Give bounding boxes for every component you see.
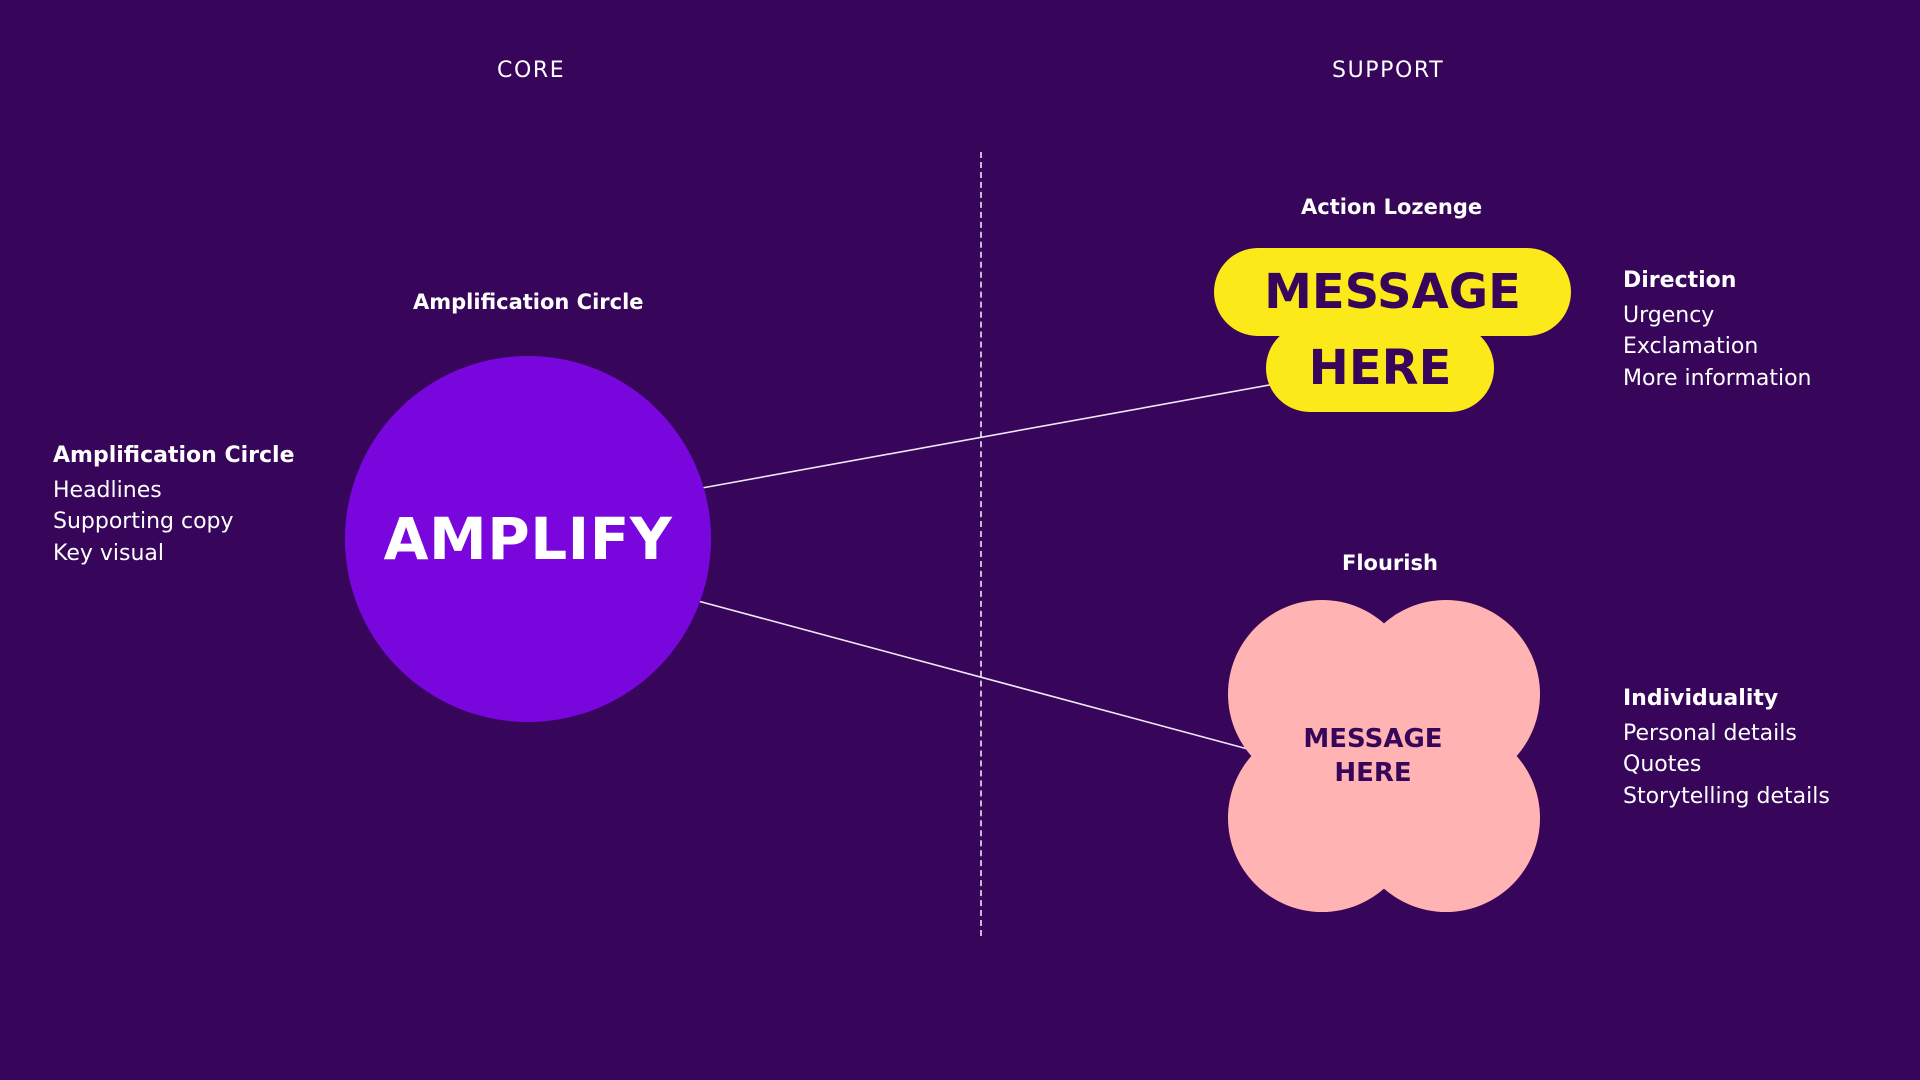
annotation-item: Headlines [53,478,162,504]
amplification-circle-label: AMPLIFY [383,505,673,573]
flourish-petal-bottom-right [1352,724,1540,912]
annotation-item: Supporting copy [53,509,234,535]
action-lozenge-line1: MESSAGE [1264,264,1521,320]
flourish-text-block: MESSAGE HERE [1228,600,1518,912]
action-lozenge-pill-top: MESSAGE [1214,248,1571,336]
caption-action-lozenge: Action Lozenge [1301,195,1483,219]
action-lozenge-line2: HERE [1308,340,1452,396]
annotation-item: Exclamation [1623,334,1759,360]
annotation-item: Urgency [1623,303,1715,329]
annotation-amplification-circle: Amplification Circle Headlines Supportin… [53,440,295,569]
annotation-title: Direction [1623,268,1737,293]
annotation-item: More information [1623,365,1812,391]
annotation-item: Quotes [1623,752,1702,778]
section-divider [980,152,982,936]
column-header-core: CORE [497,58,566,83]
action-lozenge-shape[interactable]: MESSAGE HERE [1214,248,1574,418]
flourish-clover-shape[interactable]: MESSAGE HERE [1228,600,1540,912]
annotation-item: Storytelling details [1623,783,1830,809]
annotation-title: Individuality [1623,686,1779,711]
flourish-line2: HERE [1334,758,1412,788]
amplification-circle-shape[interactable]: AMPLIFY [345,356,711,722]
caption-amplification-circle: Amplification Circle [413,290,644,314]
connector-line-to-flourish [697,600,1271,756]
annotation-individuality: Individuality Personal details Quotes St… [1623,683,1830,812]
action-lozenge-pill-bottom: HERE [1266,324,1494,412]
column-header-support: SUPPORT [1332,58,1445,83]
annotation-item: Key visual [53,540,165,566]
caption-flourish: Flourish [1342,551,1438,575]
annotation-item: Personal details [1623,721,1797,747]
annotation-title: Amplification Circle [53,443,295,468]
annotation-direction: Direction Urgency Exclamation More infor… [1623,265,1812,394]
flourish-line1: MESSAGE [1303,723,1443,754]
